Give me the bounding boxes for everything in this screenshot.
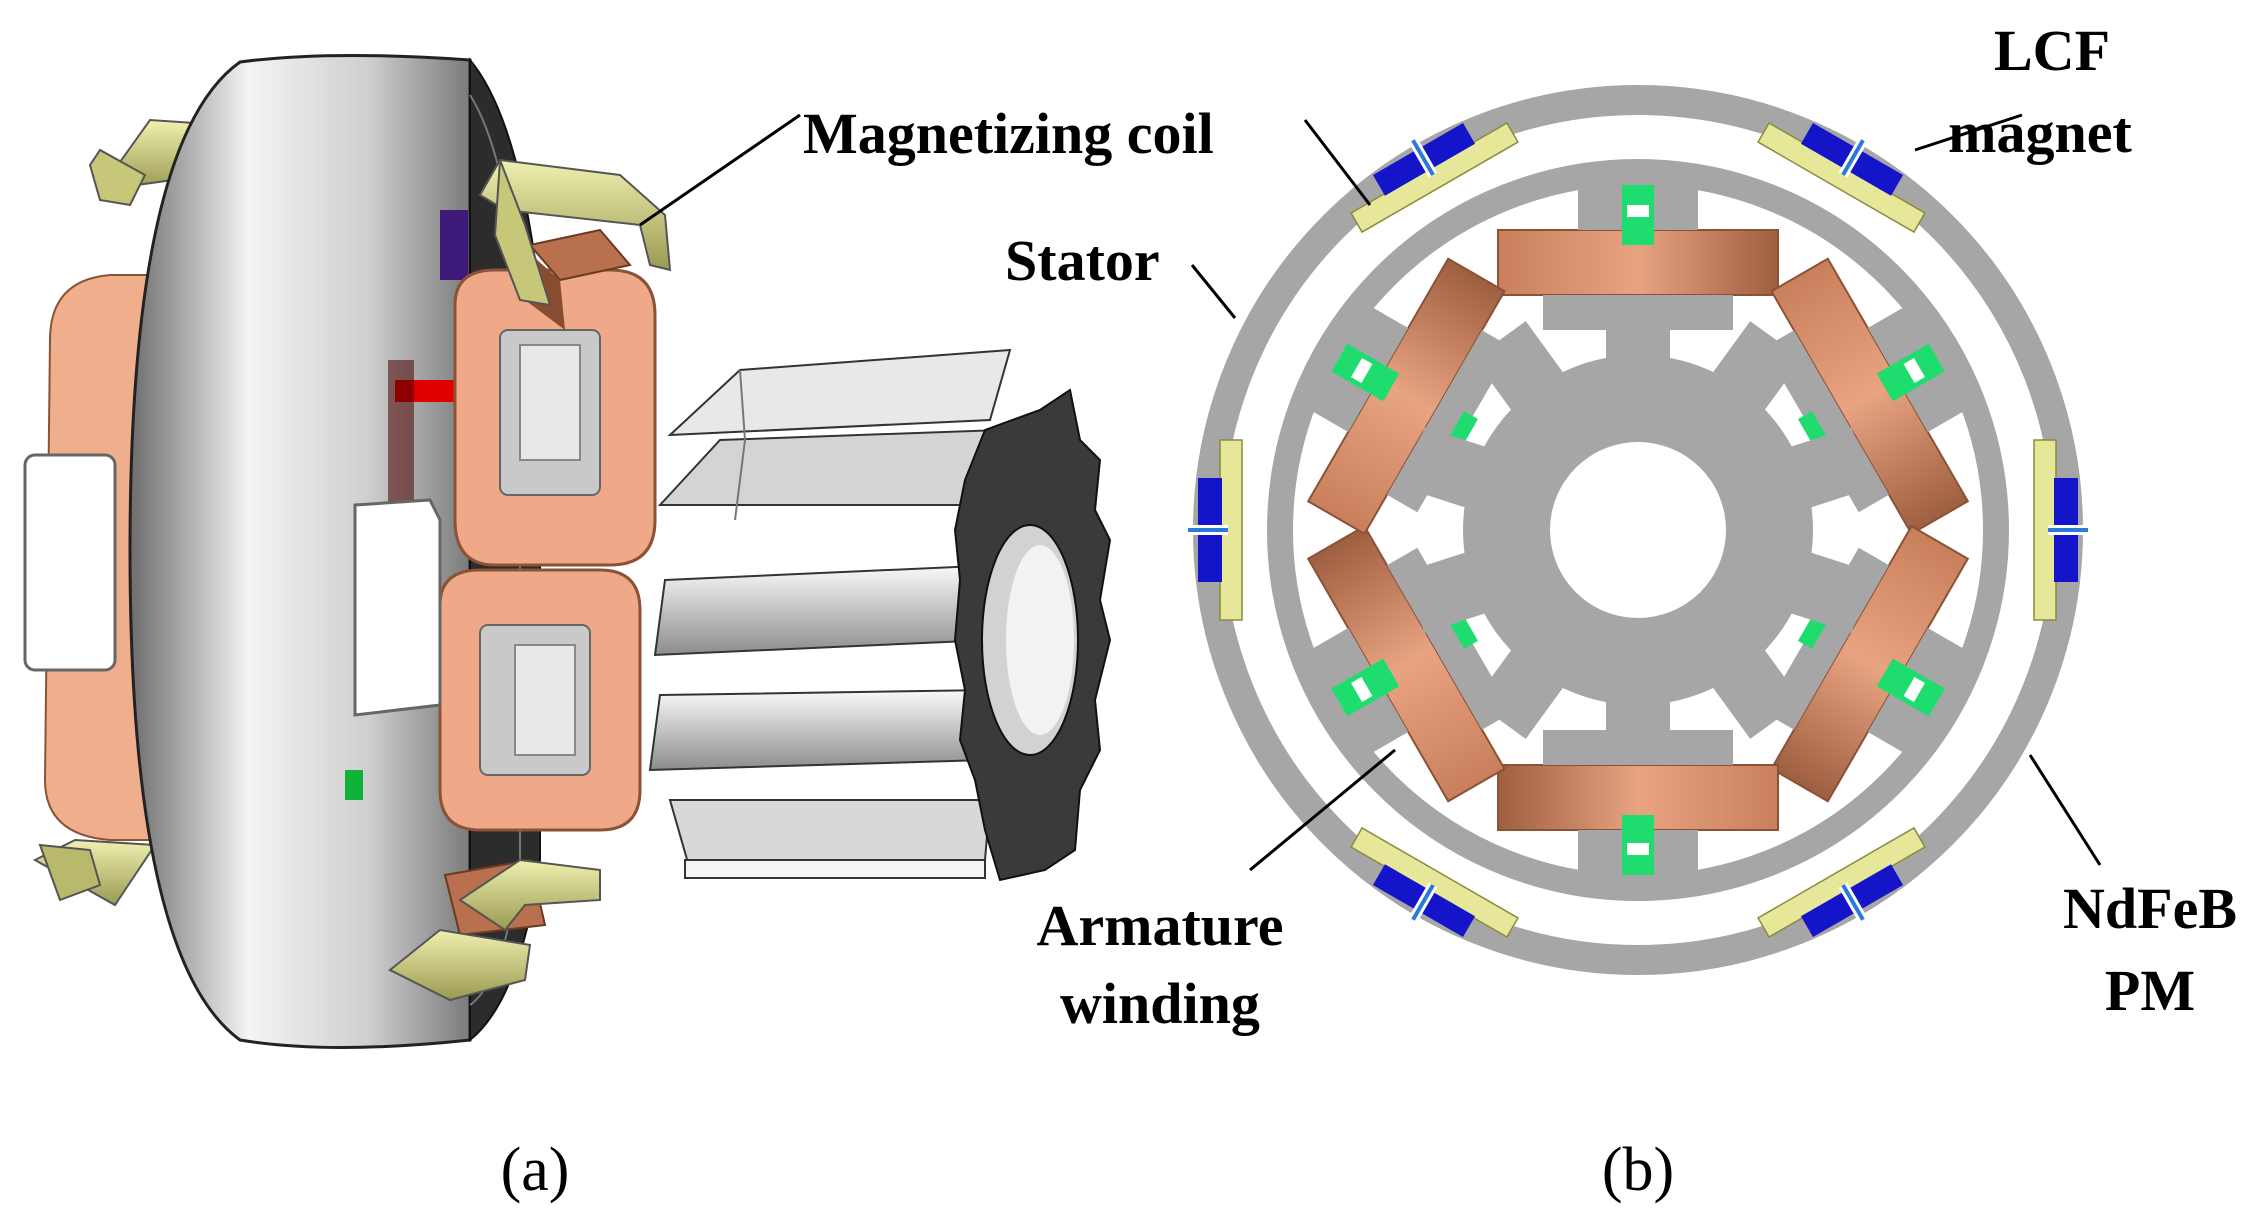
panel-a-3d-view	[23, 53, 1112, 1049]
ndfeb-pm-leader	[2028, 754, 2102, 866]
lcf-magnet-leader	[1914, 113, 2023, 152]
lcf-label-line1: LCF	[1994, 18, 2110, 83]
inner-stator-ring	[1267, 159, 2009, 901]
rotor	[1404, 295, 1872, 765]
stator-label: Stator	[1005, 228, 1160, 293]
armature-coils-front	[394, 228, 657, 937]
armature-winding-leader	[1249, 748, 1396, 872]
panel-b-cross-section	[1188, 85, 2088, 975]
armature-coils-left	[23, 274, 151, 841]
ndfeb-label-line1: NdFeB	[2063, 876, 2237, 941]
caption-a: (a)	[501, 1136, 570, 1204]
lcf-label-line2: magnet	[1948, 100, 2132, 165]
armature-coils	[1306, 229, 1970, 831]
magnetizing-coil-label: Magnetizing coil	[803, 101, 1214, 166]
annotations: Magnetizing coil Stator LCF magnet Armat…	[501, 18, 2237, 1204]
rotor-3d	[648, 348, 1112, 882]
stator-leader	[1190, 264, 1237, 319]
magnetizing-coil-leader-b	[1303, 119, 1372, 206]
lcf-magnets	[1188, 121, 2088, 939]
rotor-bore	[1550, 442, 1726, 618]
magnetizing-coil-leader-a	[639, 113, 801, 227]
caption-b: (b)	[1602, 1136, 1674, 1204]
magnetizing-coils-front	[353, 158, 672, 1002]
armature-label-line1: Armature	[1037, 893, 1284, 958]
ndfeb-label-line2: PM	[2105, 958, 2195, 1023]
armature-label-line2: winding	[1060, 971, 1260, 1036]
